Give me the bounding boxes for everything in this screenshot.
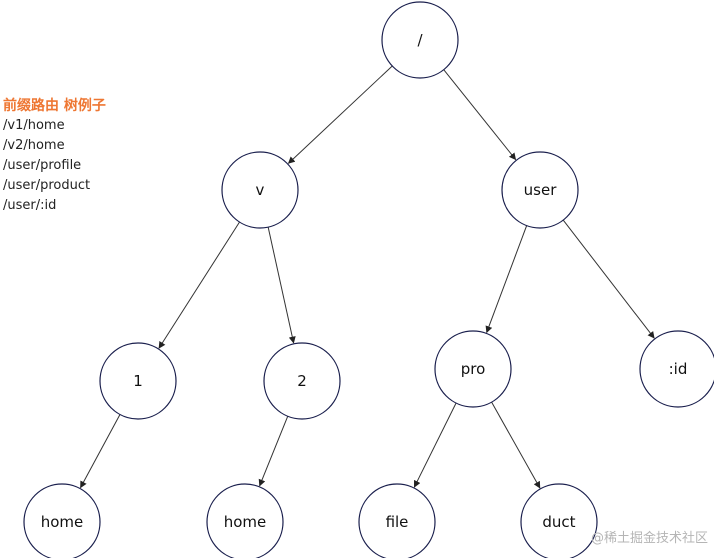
node-circle-root [381,1,459,79]
edge-user-to-pro [485,225,528,334]
edge-n1-to-home1 [80,414,121,489]
tree-node-duct: duct [520,483,598,558]
node-label-user: user [524,181,558,199]
node-label-duct: duct [542,513,575,531]
watermark: @稀土掘金技术社区 [590,531,708,546]
tree-node-file: file [358,483,436,558]
node-circle-file [358,483,436,558]
node-label-n1: 1 [133,372,143,390]
edge-v-to-n1 [158,221,240,349]
node-circle-pro [434,330,512,408]
node-circle-home2 [206,483,284,558]
edge-n2-to-home2 [258,416,289,487]
route-example-user-product: /user/product [3,178,91,193]
tree-node-user: user [501,151,579,229]
node-circle-user [501,151,579,229]
node-circle-home1 [23,483,101,558]
tree-node-pro: pro [434,330,512,408]
edge-v-to-n2 [267,227,296,344]
tree-node-id: :id [639,330,714,408]
node-circle-duct [520,483,598,558]
node-circle-v [221,151,299,229]
legend-title: 前缀路由 树例子 [3,98,106,114]
route-example-user-id: /user/:id [3,198,57,213]
route-example-v2-home: /v2/home [3,138,65,153]
node-circle-n1 [99,342,177,420]
tree-node-home2: home [206,483,284,558]
node-circle-id [639,330,714,408]
node-label-n2: 2 [297,372,307,390]
node-label-home1: home [41,513,84,531]
node-label-home2: home [224,513,267,531]
node-label-pro: pro [461,360,486,378]
node-circle-n2 [263,342,341,420]
edge-pro-to-file [413,402,457,488]
tree-node-v: v [221,151,299,229]
node-label-v: v [256,181,265,199]
edge-root-to-user [443,69,517,161]
edge-user-to-id [562,219,655,339]
tree-edges [80,65,655,489]
node-label-id: :id [669,360,688,378]
tree-node-home1: home [23,483,101,558]
route-example-user-profile: /user/profile [3,158,82,173]
route-example-v1-home: /v1/home [3,118,65,133]
edge-pro-to-duct [491,401,541,489]
route-examples-legend: 前缀路由 树例子 /v1/home /v2/home /user/profile… [3,96,106,216]
edge-root-to-v [287,65,393,164]
tree-node-n1: 1 [99,342,177,420]
tree-node-root: / [381,1,459,79]
node-label-root: / [417,31,423,49]
tree-nodes: / v user 1 2 pro :id home home file duct [23,1,714,558]
tree-node-n2: 2 [263,342,341,420]
node-label-file: file [386,513,409,531]
